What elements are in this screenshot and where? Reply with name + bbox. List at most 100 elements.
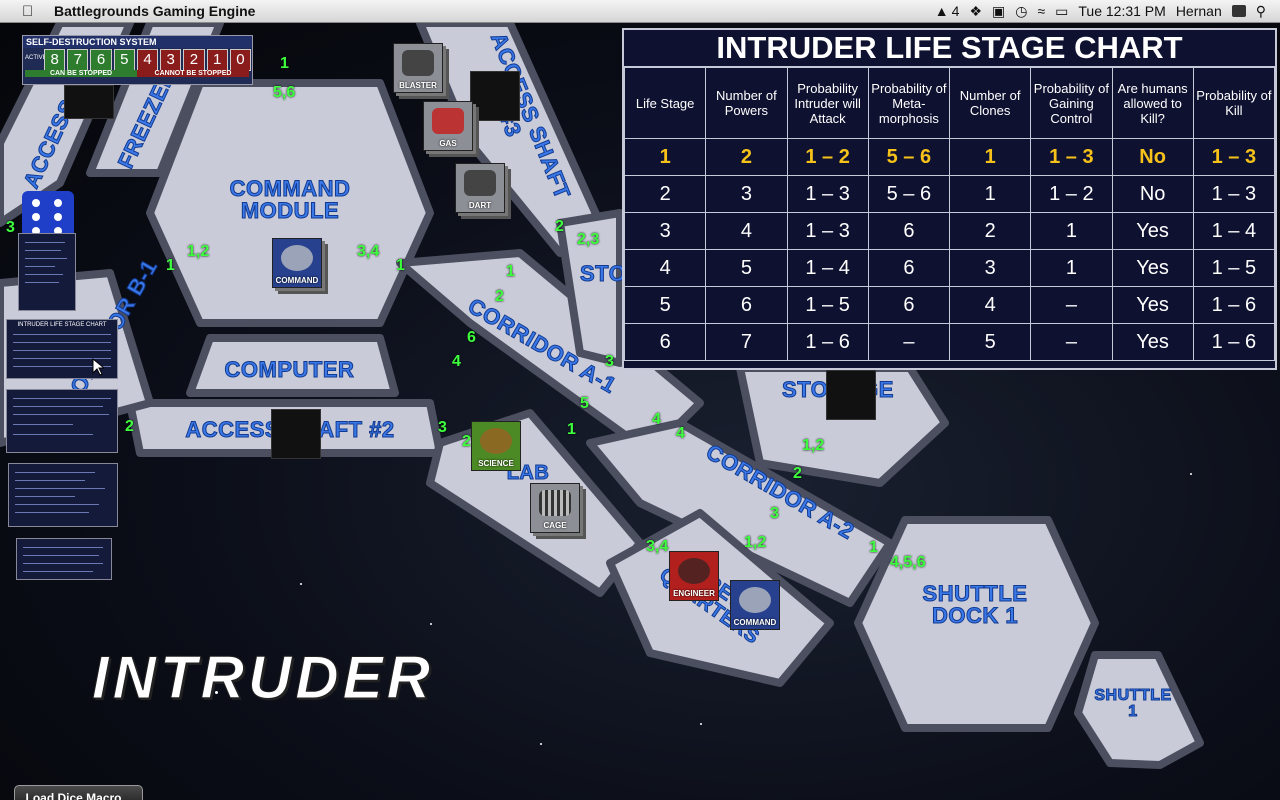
blaster-icon <box>402 50 434 76</box>
adobe-icon[interactable]: ▲4 <box>934 3 960 19</box>
gas-counter[interactable]: GAS <box>423 101 473 151</box>
marker-square[interactable] <box>271 409 321 459</box>
reference-card-thumbnail[interactable] <box>18 233 76 311</box>
self-destruction-track: ACTIVE 8 7 6 5 4 3 2 1 0 <box>23 48 252 71</box>
shuttle-label-line1: SHUTTLE <box>1094 687 1172 704</box>
command-crew-counter-2[interactable]: COMMAND <box>730 580 780 630</box>
user-name[interactable]: Hernan <box>1175 3 1222 19</box>
table-cell: 1 – 5 <box>786 286 869 324</box>
wifi-icon[interactable]: ≈ <box>1037 3 1046 19</box>
crew-helmet-icon <box>480 428 512 454</box>
shuttle-label: SHUTTLE 1 <box>1090 687 1176 720</box>
table-cell: 1 <box>948 138 1032 176</box>
table-cell: 3 <box>623 212 707 250</box>
countdown-cell[interactable]: 3 <box>160 49 182 71</box>
engineer-crew-counter[interactable]: ENGINEER <box>669 551 719 601</box>
countdown-cell[interactable]: 5 <box>113 49 135 71</box>
table-cell: 1 – 3 <box>1030 138 1113 176</box>
table-cell: 4 <box>948 286 1032 324</box>
countdown-cell[interactable]: 4 <box>136 49 159 71</box>
thumb-line <box>23 555 99 556</box>
command-module-label-line2: MODULE <box>240 198 340 223</box>
column-header: Number of Clones <box>948 67 1032 139</box>
dropbox-icon[interactable]: ❖ <box>969 2 983 19</box>
clock[interactable]: Tue 12:31 PM <box>1078 3 1166 19</box>
thumb-line <box>13 414 109 415</box>
table-cell: 5 <box>948 323 1032 361</box>
app-name-menu[interactable]: Battlegrounds Gaming Engine <box>54 3 256 19</box>
table-cell: 2 <box>705 138 788 176</box>
load-dice-macro-button[interactable]: Load Dice Macro... <box>14 785 143 800</box>
star <box>1190 473 1192 475</box>
countdown-cell[interactable]: 2 <box>183 49 205 71</box>
apple-icon[interactable]:  <box>22 3 40 20</box>
table-cell: 1 <box>1030 249 1113 287</box>
summary-card-thumbnail[interactable] <box>16 538 112 580</box>
die-pip <box>32 199 40 207</box>
can-be-stopped-label: CAN BE STOPPED <box>25 70 137 77</box>
crew-quarters-room <box>606 509 834 687</box>
column-header: Probability of Gaining Control <box>1030 67 1113 139</box>
gas-canister-icon <box>432 108 464 134</box>
life-stage-chart[interactable]: INTRUDER LIFE STAGE CHART Life Stage Num… <box>622 28 1277 370</box>
table-cell: 1 <box>1030 212 1113 250</box>
thumb-line <box>13 434 93 435</box>
science-crew-label: SCIENCE <box>478 459 514 468</box>
mouse-cursor-icon <box>92 358 104 376</box>
shuttle-label-line2: 1 <box>1128 703 1138 720</box>
thumb-line <box>15 472 95 473</box>
countdown-cell[interactable]: 8 <box>44 49 66 71</box>
marker-square[interactable] <box>470 71 520 121</box>
path-number: 2 <box>793 465 802 482</box>
column-header: Probability of Meta-morphosis <box>867 67 951 139</box>
thumb-line <box>13 334 111 335</box>
self-destruction-panel[interactable]: SELF-DESTRUCTION SYSTEM ACTIVE 8 7 6 5 4… <box>22 35 253 85</box>
table-cell: 1 – 3 <box>786 175 869 213</box>
table-cell: 5 – 6 <box>867 175 951 213</box>
table-cell: 1 – 2 <box>1030 175 1113 213</box>
countdown-cell[interactable]: 0 <box>229 49 251 71</box>
table-cell: 3 <box>705 175 788 213</box>
active-label: ACTIVE <box>25 55 47 61</box>
reference-table-thumbnail[interactable] <box>6 389 118 453</box>
table-cell: Yes <box>1111 286 1194 324</box>
time-machine-icon[interactable]: ◷ <box>1015 2 1028 19</box>
path-number: 2 <box>555 218 564 235</box>
countdown-cell[interactable]: 1 <box>206 49 228 71</box>
shuttle-room <box>1074 651 1204 769</box>
thumb-line <box>15 496 75 497</box>
table-cell: Yes <box>1111 323 1194 361</box>
thumb-line <box>23 571 93 572</box>
battery-icon[interactable]: ▭ <box>1055 2 1069 19</box>
path-number: 1 <box>280 55 289 72</box>
thumb-line <box>15 512 89 513</box>
table-cell: 1 – 4 <box>1192 212 1276 250</box>
countdown-cell[interactable]: 6 <box>90 49 112 71</box>
self-destruction-title: SELF-DESTRUCTION SYSTEM <box>23 36 252 48</box>
cage-counter[interactable]: CAGE <box>530 483 580 533</box>
truck-icon[interactable]: ▣ <box>992 2 1006 19</box>
table-cell: 5 <box>623 286 707 324</box>
countdown-cell[interactable]: 7 <box>67 49 89 71</box>
path-number: 2,3 <box>577 231 600 248</box>
thumb-line <box>25 274 63 275</box>
rules-card-thumbnail[interactable] <box>8 463 118 527</box>
shuttle-dock-label-line1: SHUTTLE <box>922 581 1028 606</box>
command-crew-counter[interactable]: COMMAND <box>272 238 322 288</box>
spotlight-search-icon[interactable]: ⚲ <box>1255 2 1266 19</box>
path-number: 1,2 <box>802 437 825 454</box>
path-number: 4,5,6 <box>890 554 926 571</box>
user-avatar-icon[interactable] <box>1231 5 1246 17</box>
table-cell: 5 <box>705 249 788 287</box>
thumb-line <box>13 406 103 407</box>
marker-square[interactable] <box>826 370 876 420</box>
blaster-counter[interactable]: BLASTER <box>393 43 443 93</box>
dart-counter[interactable]: DART <box>455 163 505 213</box>
science-crew-counter[interactable]: SCIENCE <box>471 421 521 471</box>
marker-square[interactable] <box>64 85 114 119</box>
path-number: 1 <box>166 257 175 274</box>
table-cell: 1 <box>623 138 707 176</box>
